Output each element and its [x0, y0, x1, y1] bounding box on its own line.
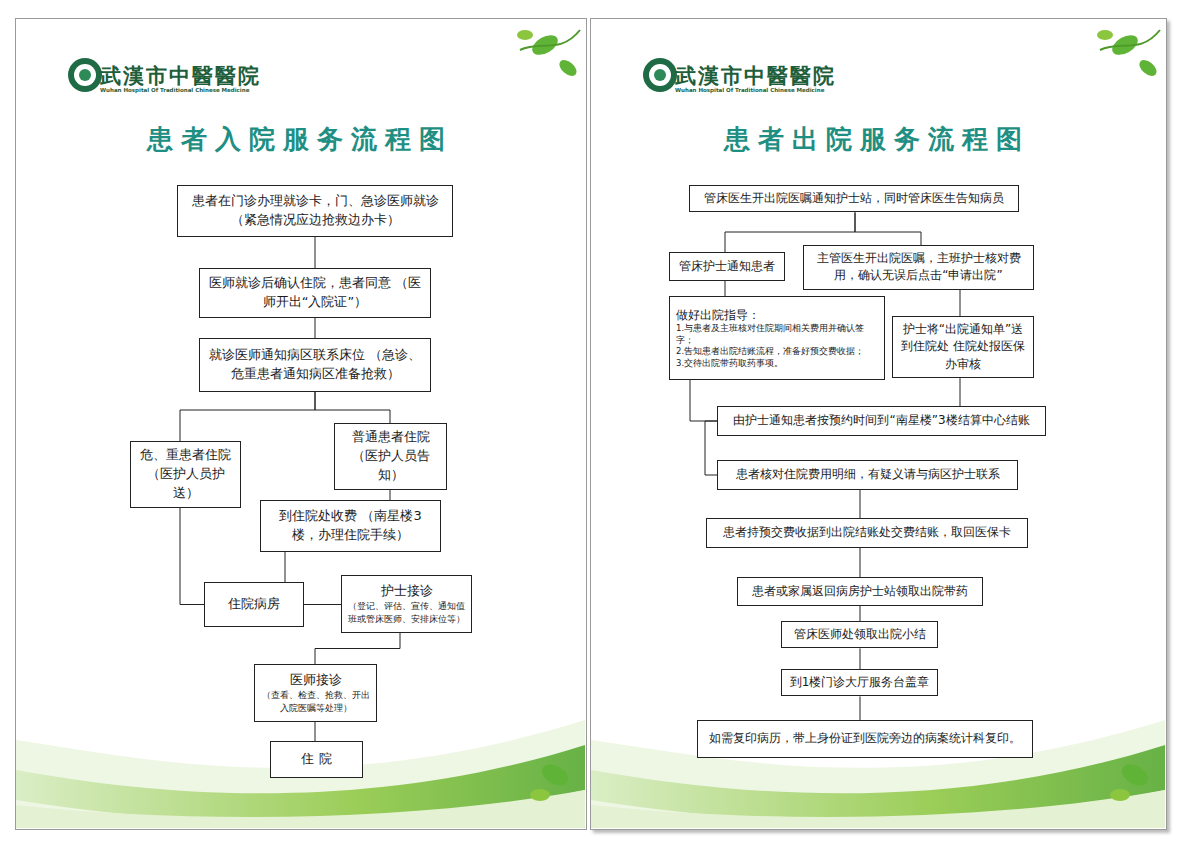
- flow-connector: [690, 380, 717, 421]
- flow-connector: [304, 604, 341, 605]
- process-box: 危、重患者住院 （医护人员护送）: [130, 441, 241, 508]
- flow-connector: [315, 722, 316, 741]
- process-box: 患者核对住院费用明细，有疑义请与病区护士联系: [717, 460, 1018, 490]
- process-box: 管床医生开出院医嘱通知护士站，同时管床医生告知病员: [689, 185, 1019, 212]
- box-text: 做好出院指导：: [676, 307, 760, 323]
- box-text: 患者持预交费收据到出院结账处交费结账，取回医保卡: [723, 524, 1011, 541]
- flow-connector: [705, 421, 717, 475]
- box-note: 2.告知患者出院结账流程，准备好预交费收据；: [676, 346, 864, 357]
- poster-title: 患者入院服务流程图: [147, 122, 453, 157]
- box-text: 护士接诊: [381, 582, 433, 601]
- process-box: 到1楼门诊大厅服务台盖章: [781, 669, 938, 696]
- flow-connector: [180, 392, 315, 441]
- flow-connector: [180, 508, 204, 605]
- box-text: 主管医生开出院医嘱，主班护士核对费用，确认无误后点击“申请出院”: [810, 250, 1027, 285]
- box-text: 护士将“出院通知单”送到住院处 住院处报医保办审核: [899, 321, 1027, 373]
- box-note: 1.与患者及主班核对住院期间相关费用并确认签字；: [676, 323, 878, 346]
- process-box: 管床护士通知患者: [669, 252, 785, 281]
- flow-connector: [315, 392, 390, 423]
- box-text: 管床医生开出院医嘱通知护士站，同时管床医生告知病员: [704, 190, 1004, 207]
- box-text: 如需复印病历，带上身份证到医院旁边的病案统计科复印。: [709, 730, 1021, 747]
- flow-connector: [960, 290, 961, 316]
- process-box: 就诊医师通知病区联系床位 （急诊、危重患者通知病区准备抢救）: [199, 338, 431, 392]
- green-wave: [16, 720, 1165, 828]
- process-box: 管床医师处领取出院小结: [781, 621, 938, 648]
- process-box: 患者持预交费收据到出院结账处交费结账，取回医保卡: [706, 518, 1028, 548]
- flow-connector: [860, 606, 861, 621]
- hospital-logo: [68, 58, 677, 92]
- flow-connector: [860, 648, 861, 669]
- flow-connector: [960, 378, 961, 406]
- box-text: 管床护士通知患者: [679, 258, 775, 275]
- process-box: 患者在门诊办理就诊卡，门、急诊医师就诊 （紧急情况应边抢救边办卡）: [177, 185, 453, 237]
- box-text: 医师就诊后确认住院，患者同意 （医师开出“入院证”）: [206, 274, 424, 312]
- process-box: 由护士通知患者按预约时间到“南星楼”3楼结算中心结账: [717, 406, 1046, 436]
- flow-connector: [725, 281, 726, 296]
- box-text: 就诊医师通知病区联系床位 （急诊、危重患者通知病区准备抢救）: [206, 346, 424, 384]
- box-text: 普通患者住院 （医护人员告知）: [341, 428, 440, 485]
- flow-connector: [860, 548, 861, 577]
- process-box: 做好出院指导：1.与患者及主班核对住院期间相关费用并确认签字；2.告知患者出院结…: [669, 296, 885, 380]
- flow-connector: [315, 318, 316, 338]
- box-note: 3.交待出院带药取药事项。: [676, 358, 783, 369]
- flow-connector: [855, 212, 921, 245]
- process-box: 普通患者住院 （医护人员告知）: [334, 423, 447, 490]
- flow-connector: [390, 490, 391, 500]
- box-text: 住 院: [301, 750, 331, 769]
- box-text: 患者或家属返回病房护士站领取出院带药: [752, 583, 968, 600]
- box-text: 管床医师处领取出院小结: [794, 626, 926, 643]
- box-text: 住院病房: [228, 595, 280, 614]
- box-text: 到1楼门诊大厅服务台盖章: [790, 674, 930, 691]
- hospital-english-name: Wuhan Hospital Of Traditional Chinese Me…: [675, 87, 824, 93]
- flow-connector: [315, 633, 400, 664]
- poster-title: 患者出院服务流程图: [724, 122, 1030, 157]
- process-box: 护士接诊（登记、评估、宣传、通知值班或管床医师、安排床位等）: [341, 575, 472, 633]
- hospital-english-name: Wuhan Hospital Of Traditional Chinese Me…: [100, 87, 249, 93]
- box-text: 患者核对住院费用明细，有疑义请与病区护士联系: [736, 466, 1000, 483]
- leaf-ornament: [517, 30, 1160, 801]
- process-box: 医师接诊（查看、检查、抢救、开出入院医嘱等处理）: [254, 664, 377, 722]
- box-text: 医师接诊: [290, 671, 342, 690]
- box-text: 患者在门诊办理就诊卡，门、急诊医师就诊 （紧急情况应边抢救边办卡）: [184, 192, 446, 230]
- process-box: 护士将“出院通知单”送到住院处 住院处报医保办审核: [892, 316, 1034, 378]
- process-box: 到住院处收费 （南星楼3楼，办理住院手续）: [260, 500, 441, 552]
- box-note: （登记、评估、宣传、通知值班或管床医师、安排床位等）: [348, 600, 465, 626]
- process-box: 医师就诊后确认住院，患者同意 （医师开出“入院证”）: [199, 268, 431, 318]
- flow-connector: [285, 552, 286, 582]
- process-box: 主管医生开出院医嘱，主班护士核对费用，确认无误后点击“申请出院”: [803, 245, 1034, 290]
- process-box: 如需复印病历，带上身份证到医院旁边的病案统计科复印。: [697, 720, 1033, 758]
- box-text: 到住院处收费 （南星楼3楼，办理住院手续）: [267, 507, 434, 545]
- box-text: 由护士通知患者按预约时间到“南星楼”3楼结算中心结账: [733, 412, 1029, 429]
- hospital-name: 武漢市中醫醫院: [675, 62, 836, 90]
- box-note: （查看、检查、抢救、开出入院医嘱等处理）: [261, 689, 370, 715]
- process-box: 住 院: [270, 741, 363, 778]
- flow-connector: [860, 696, 861, 720]
- box-text: 危、重患者住院 （医护人员护送）: [137, 446, 234, 503]
- hospital-name: 武漢市中醫醫院: [100, 62, 261, 90]
- flow-connector: [315, 237, 316, 268]
- flow-connector: [860, 490, 861, 518]
- process-box: 患者或家属返回病房护士站领取出院带药: [737, 577, 983, 606]
- process-box: 住院病房: [204, 582, 304, 627]
